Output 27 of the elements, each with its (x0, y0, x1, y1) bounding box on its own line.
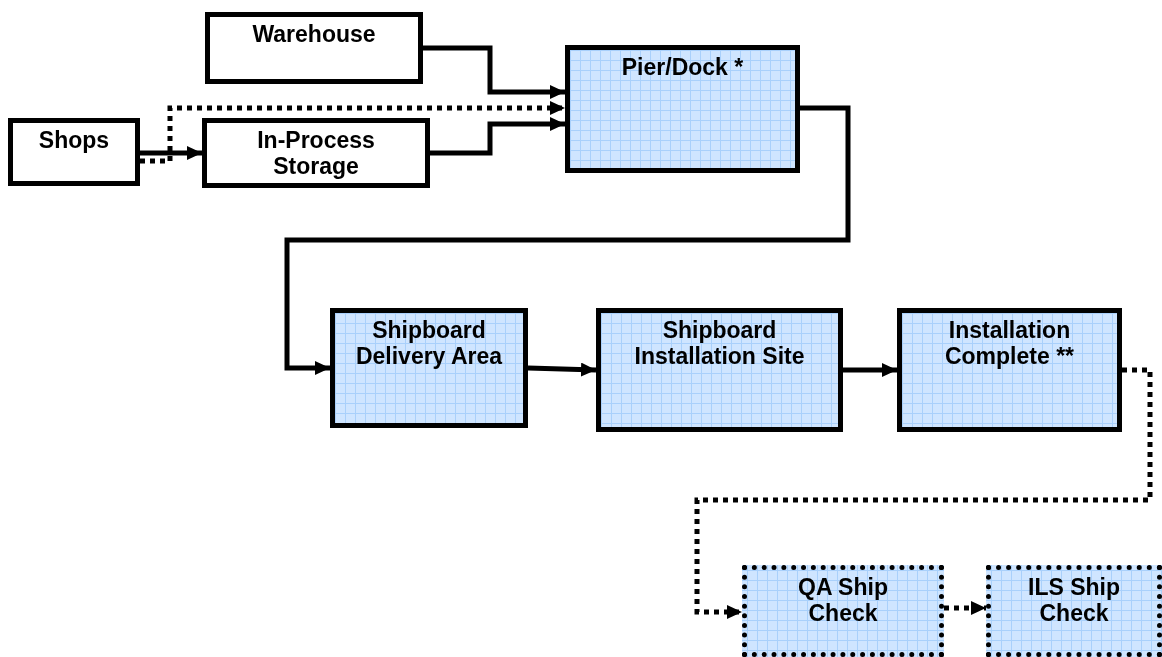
box-label: QA Ship Check (797, 574, 889, 627)
process-box (8, 118, 140, 186)
process-box (565, 45, 800, 173)
box-label: Shipboard Installation Site (633, 317, 806, 370)
process-box (742, 565, 944, 657)
box-label: Pier/Dock * (621, 54, 744, 81)
arrow (284, 105, 851, 375)
process-box (897, 308, 1122, 432)
arrow (140, 146, 202, 160)
box-label: ILS Ship Check (1027, 574, 1121, 627)
process-box (986, 565, 1162, 657)
process-box (205, 12, 423, 84)
arrow (430, 117, 565, 156)
process-box (202, 118, 430, 188)
box-label: Shipboard Delivery Area (354, 317, 504, 370)
arrow (944, 601, 986, 615)
box-label: Shops (38, 127, 110, 154)
arrow (843, 363, 897, 377)
arrow (694, 367, 1153, 619)
arrow (140, 101, 565, 164)
process-box (330, 308, 528, 428)
process-box (596, 308, 843, 432)
arrow (527, 362, 597, 377)
box-label: Installation Complete ** (943, 317, 1076, 370)
box-label: In-Process Storage (256, 127, 376, 180)
box-label: Warehouse (252, 21, 376, 48)
arrow (423, 45, 565, 99)
